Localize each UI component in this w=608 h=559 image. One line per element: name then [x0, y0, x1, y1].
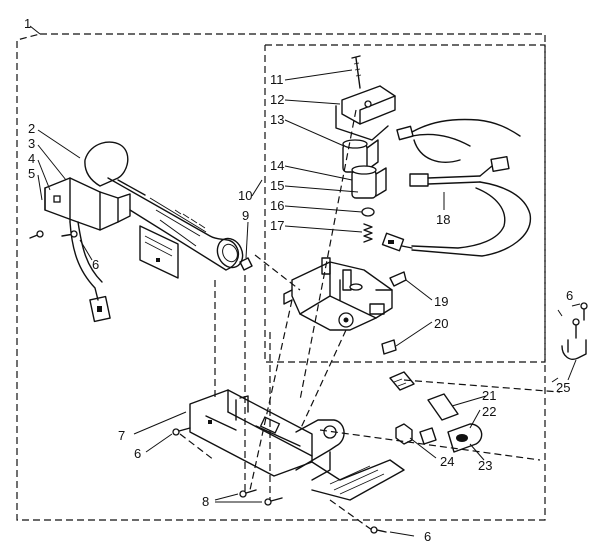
- burner-tube: [84, 141, 244, 271]
- callout-22: 22: [482, 404, 496, 419]
- callout-brackets: [551, 309, 563, 383]
- callout-24: 24: [440, 454, 454, 469]
- screw-11: [351, 55, 362, 89]
- callout-10: 10: [238, 188, 252, 203]
- fitting-23: [419, 423, 483, 453]
- callout-2: 2: [28, 121, 35, 136]
- clamp-25: [561, 302, 588, 360]
- callout-20: 20: [434, 316, 448, 331]
- leader-lines: [29, 25, 581, 537]
- callout-5: 5: [28, 166, 35, 181]
- fitting-20: [381, 339, 397, 355]
- wire-harness: [381, 118, 531, 257]
- alignment-lines: [179, 109, 561, 531]
- screws-left: [29, 230, 78, 239]
- callout-6-bottom: 6: [424, 529, 431, 544]
- callout-14: 14: [270, 158, 284, 173]
- callout-6-right: 6: [566, 288, 573, 303]
- valve-body: [283, 257, 393, 331]
- callout-15: 15: [270, 178, 284, 193]
- callout-1: 1: [24, 16, 31, 31]
- callout-4: 4: [28, 151, 35, 166]
- spring-17: [363, 223, 373, 243]
- assembly-boundary: [16, 33, 546, 521]
- igniter-harness: [69, 221, 111, 323]
- mounting-plate: [295, 419, 405, 501]
- callout-9: 9: [242, 208, 249, 223]
- igniter-plate: [139, 225, 179, 279]
- callout-25: 25: [556, 380, 570, 395]
- callout-6-left: 6: [92, 257, 99, 272]
- callout-18: 18: [436, 212, 450, 227]
- callout-7: 7: [118, 428, 125, 443]
- callout-21: 21: [482, 388, 496, 403]
- retainer-16: [361, 207, 375, 217]
- coil-bracket: [335, 85, 396, 141]
- callout-6-bracket: 6: [134, 446, 141, 461]
- callout-11: 11: [270, 72, 284, 87]
- screws-bottom: [172, 427, 387, 534]
- callout-12: 12: [270, 92, 284, 107]
- callout-19: 19: [434, 294, 448, 309]
- orifice-9: [239, 257, 253, 271]
- fitting-19: [389, 271, 407, 287]
- callout-23: 23: [478, 458, 492, 473]
- callout-8: 8: [202, 494, 209, 509]
- callout-labels: 1 2 3 4 5 6 6 6 6 7 8 9 10 11 12 13 14 1…: [24, 16, 573, 544]
- callout-17: 17: [270, 218, 284, 233]
- base-bracket: [189, 389, 313, 477]
- callout-16: 16: [270, 198, 284, 213]
- callout-13: 13: [270, 112, 284, 127]
- valve-subassembly-boundary: [264, 44, 546, 363]
- tube-21: [389, 371, 459, 421]
- coil-lower: [351, 165, 387, 199]
- burner-bracket: [44, 177, 131, 231]
- callout-3: 3: [28, 136, 35, 151]
